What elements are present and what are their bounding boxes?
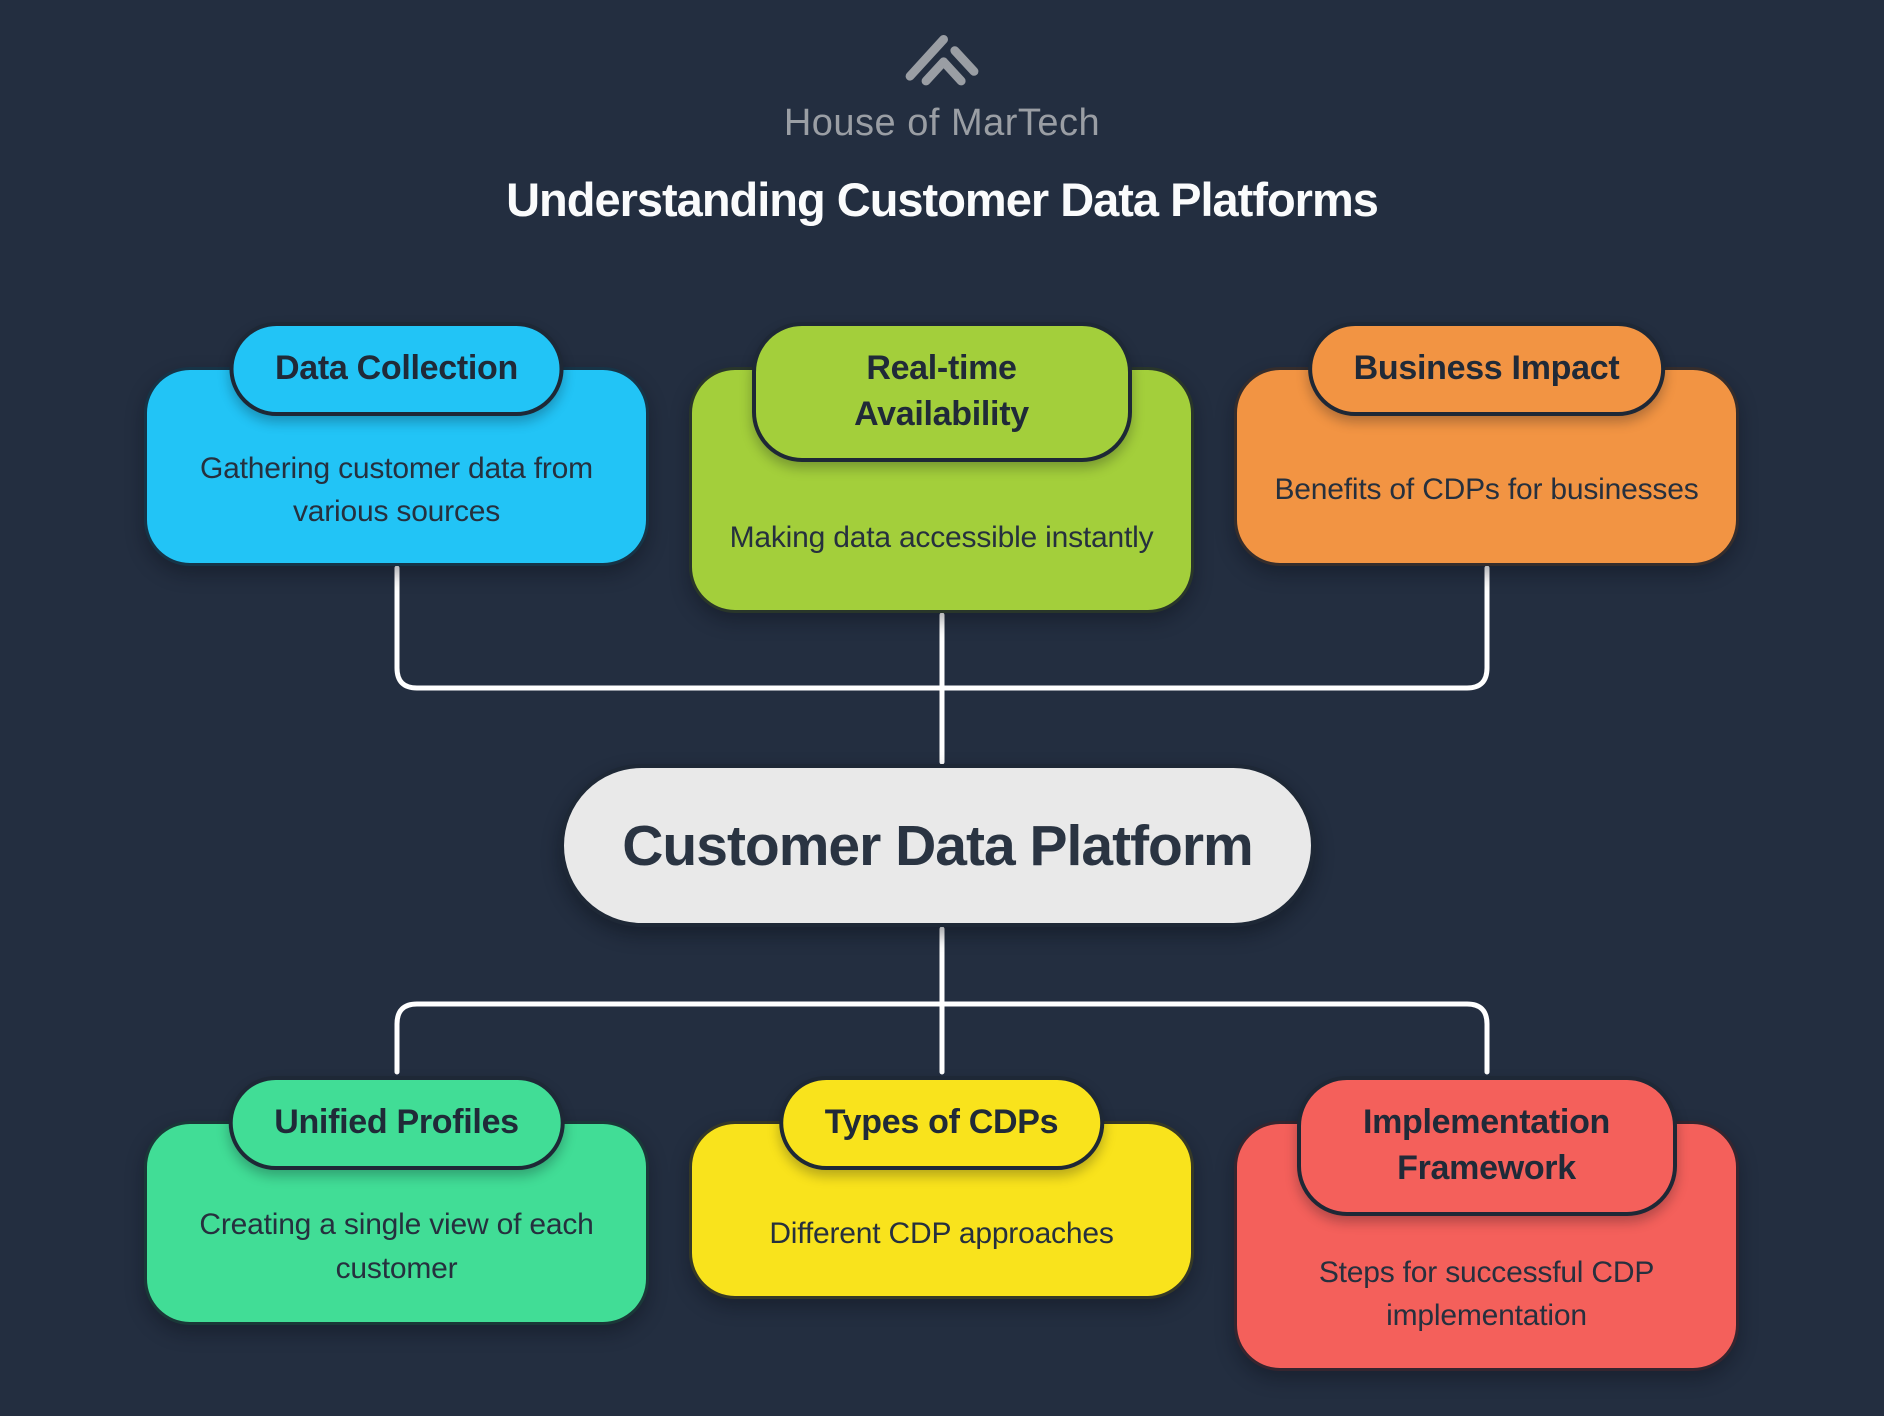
node-title: Real-time Availability <box>854 349 1029 433</box>
node-data-collection: Data Collection Gathering customer data … <box>144 322 649 566</box>
node-real-time-availability: Real-time Availability Making data acces… <box>689 322 1194 613</box>
node-types-of-cdps: Types of CDPs Different CDP approaches <box>689 1076 1194 1299</box>
node-title: Business Impact <box>1353 349 1620 387</box>
bottom-bracket-connector <box>394 1001 1490 1075</box>
node-customer-data-platform: Customer Data Platform <box>560 764 1315 927</box>
node-unified-profiles: Unified Profiles Creating a single view … <box>144 1076 649 1325</box>
brand-chevron-logo-icon <box>905 35 979 86</box>
node-description: Steps for successful CDP implementation <box>1318 1255 1655 1333</box>
node-description: Benefits of CDPs for businesses <box>1274 473 1699 507</box>
node-title-pill: Business Impact <box>1307 322 1666 416</box>
page-title: Understanding Customer Data Platforms <box>506 173 1379 226</box>
node-description: Gathering customer data from various sou… <box>200 451 593 529</box>
node-title: Data Collection <box>275 349 518 387</box>
node-description: Making data accessible instantly <box>729 521 1154 555</box>
node-title: Implementation Framework <box>1362 1103 1611 1187</box>
node-description: Different CDP approaches <box>769 1216 1114 1250</box>
node-title-pill: Real-time Availability <box>751 322 1132 462</box>
node-business-impact: Business Impact Benefits of CDPs for bus… <box>1234 322 1739 566</box>
node-title-pill: Unified Profiles <box>228 1076 565 1170</box>
node-description: Creating a single view of each customer <box>199 1208 594 1285</box>
node-title-pill: Types of CDPs <box>778 1076 1105 1170</box>
brand-name: House of MarTech <box>783 102 1101 144</box>
node-title-pill: Implementation Framework <box>1296 1076 1677 1216</box>
node-title: Unified Profiles <box>274 1103 519 1141</box>
center-node-label: Customer Data Platform <box>622 813 1253 878</box>
node-implementation-framework: Implementation Framework Steps for succe… <box>1234 1076 1739 1371</box>
node-title-pill: Data Collection <box>229 322 564 416</box>
node-title: Types of CDPs <box>824 1103 1059 1141</box>
